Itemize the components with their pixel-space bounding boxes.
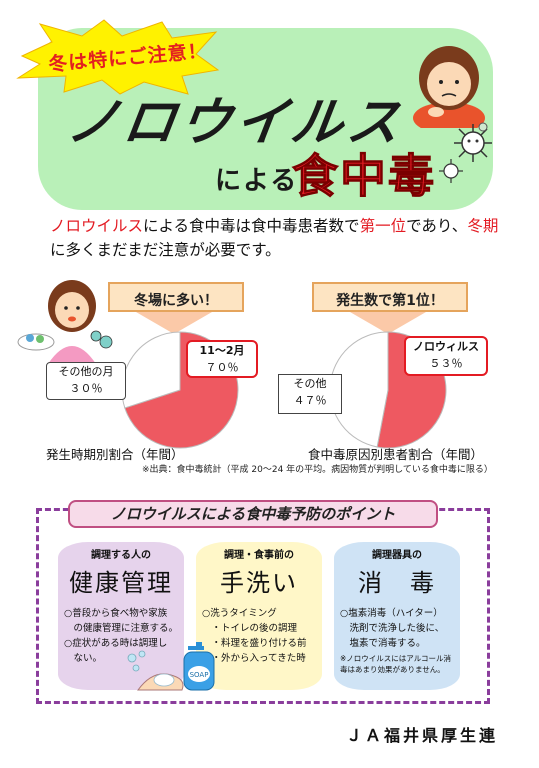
body-line: ない。 <box>64 653 103 664</box>
body-line: ・料理を盛り付ける前 <box>202 638 307 649</box>
intro-highlight: 第一位 <box>359 217 407 235</box>
slice-label-name: ノロウィルス <box>413 340 479 353</box>
chart-caption-season: 発生時期別割合（年間） <box>46 447 184 462</box>
intro-text-part: に多くまだまだ注意が必要です。 <box>50 241 281 259</box>
body-line: ・外から入ってきた時 <box>202 653 306 664</box>
intro-highlight: ノロウイルス <box>50 217 144 235</box>
body-line: 塩素で消毒する。 <box>340 638 426 649</box>
body-line: ・トイレの後の調理 <box>202 623 298 634</box>
woman-cooking-illustration <box>17 280 113 364</box>
body-line: ○普段から食べ物や家族 <box>64 608 168 619</box>
virus-icon <box>478 122 488 132</box>
body-line: ○塩素消毒（ハイター） <box>340 608 443 619</box>
slice-label-value: ４７％ <box>293 394 327 407</box>
note-line: 毒はあまり効果がありません。 <box>340 665 445 674</box>
sick-child-illustration <box>413 46 485 128</box>
subtitle-small: による <box>215 166 299 196</box>
callout-norovirus: ノロウィルス ５３％ <box>404 336 488 376</box>
column-label: 調理する人の <box>91 550 151 561</box>
callout-other: その他 ４７％ <box>278 374 342 414</box>
body-line: ○洗うタイミング <box>202 608 277 619</box>
slice-label-value: ５３％ <box>429 357 463 370</box>
points-title: ノロウイルスによる食中毒予防のポイント <box>68 500 438 528</box>
column-body: ○洗うタイミング ・トイレの後の調理 ・料理を盛り付ける前 ・外から入ってきた時 <box>202 606 322 666</box>
column-body: ○普段から食べ物や家族 の健康管理に注意する。 ○症状がある時は調理し ない。 <box>64 606 184 666</box>
slice-label-name: その他の月 <box>58 365 114 378</box>
column-heading: 消 毒 <box>358 569 436 597</box>
virus-icon <box>439 159 463 183</box>
chart-title-season: 冬場に多い！ <box>108 282 244 312</box>
soap-bottle-icon: SOAP <box>183 642 215 691</box>
body-line: ○症状がある時は調理し <box>64 638 168 649</box>
callout-other-months: その他の月 ３０％ <box>46 362 126 400</box>
intro-highlight: 冬期 <box>467 217 499 235</box>
down-arrow-icon <box>350 312 426 334</box>
chart-caption-cause: 食中毒原因別患者割合（年間） <box>308 447 484 462</box>
slice-label-value: ７０％ <box>205 361 239 374</box>
soap-label: SOAP <box>190 671 209 679</box>
callout-winter: 11～2月 ７０％ <box>186 340 258 378</box>
column-label: 調理器具の <box>372 550 422 561</box>
slice-label-value: ３０％ <box>69 382 103 395</box>
virus-icon <box>454 124 492 162</box>
chart-title-cause: 発生数で第1位！ <box>312 282 468 312</box>
footer-organization: ＪＡ福井県厚生連 <box>346 726 499 745</box>
note-line: ※ノロウイルスにはアルコール消 <box>340 654 452 663</box>
column-label: 調理・食事前の <box>224 550 294 561</box>
column-heading: 手洗い <box>220 569 298 597</box>
point-column-health: 調理する人の 健康管理 ○普段から食べ物や家族 の健康管理に注意する。 ○症状が… <box>58 542 184 690</box>
slice-label-name: その他 <box>293 377 327 390</box>
point-column-disinfect: 調理器具の 消 毒 ○塩素消毒（ハイター） 洗剤で洗浄した後に、 塩素で消毒する… <box>334 542 460 690</box>
intro-text-part: であり、 <box>406 217 468 235</box>
body-line: 洗剤で洗浄した後に、 <box>340 623 445 634</box>
intro-text: ノロウイルスによる食中毒は食中毒患者数で第一位であり、冬期に多くまだまだ注意が必… <box>50 214 500 262</box>
burst-shape <box>16 19 220 95</box>
subtitle-big: 食中毒 <box>292 149 436 204</box>
column-heading: 健康管理 <box>69 569 173 597</box>
slice-label-name: 11～2月 <box>199 344 245 357</box>
point-column-handwash: 調理・食事前の 手洗い ○洗うタイミング ・トイレの後の調理 ・料理を盛り付ける… <box>196 542 322 690</box>
column-body: ○塩素消毒（ハイター） 洗剤で洗浄した後に、 塩素で消毒する。 ※ノロウイルスに… <box>340 606 460 675</box>
down-arrow-icon <box>136 312 212 334</box>
handwashing-icon <box>127 650 184 691</box>
source-note: ※出典：食中毒統計（平成 20～24 年の平均。病因物質が判明している食中毒に限… <box>142 465 493 475</box>
intro-text-part: による食中毒は食中毒患者数で <box>143 217 360 235</box>
body-line: の健康管理に注意する。 <box>64 623 179 634</box>
